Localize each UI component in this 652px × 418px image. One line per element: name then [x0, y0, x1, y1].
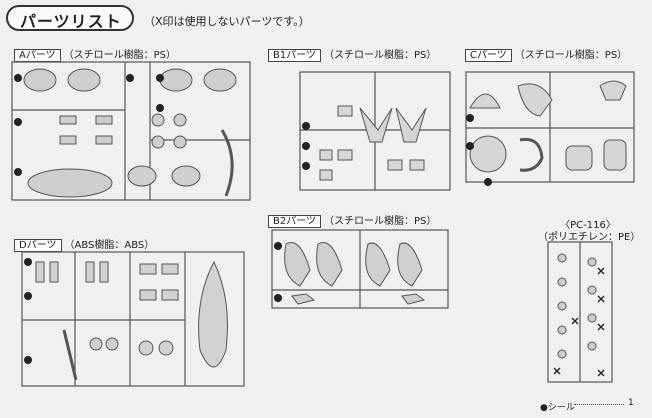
panel-b1-material: （スチロール樹脂：PS）	[324, 50, 437, 61]
panel-b2-tag: B2パーツ	[268, 215, 322, 228]
unused-parts-note: （X印は使用しないパーツです。）	[144, 15, 310, 28]
panel-a-material: （スチロール樹脂：PS）	[63, 50, 177, 61]
panel-a-tag: Aパーツ	[14, 49, 61, 62]
panel-a-label: Aパーツ（スチロール樹脂：PS）	[14, 46, 177, 62]
panel-b1-label: B1パーツ（スチロール樹脂：PS）	[268, 46, 437, 62]
sprue-a-frame	[11, 61, 251, 201]
page-title: パーツリスト	[20, 12, 122, 31]
panel-b1-tag: B1パーツ	[268, 49, 322, 62]
panel-b2-material: （スチロール樹脂：PS）	[324, 216, 437, 227]
footer-seal-label: ●シール	[540, 403, 575, 413]
page-number: 1	[628, 398, 634, 408]
panel-c-material: （スチロール樹脂：PS）	[514, 50, 628, 61]
pc-code: 〈PC-116〉	[560, 220, 616, 231]
panel-c-label: Cパーツ（スチロール樹脂：PS）	[465, 46, 628, 62]
panel-d-label: Dパーツ（ABS樹脂：ABS）	[14, 236, 155, 252]
title-frame	[6, 5, 134, 31]
panel-b2-label: B2パーツ（スチロール樹脂：PS）	[268, 212, 437, 228]
pc-material: （ポリエチレン：PE）	[538, 232, 641, 243]
panel-c-tag: Cパーツ	[465, 49, 512, 62]
panel-d-tag: Dパーツ	[14, 239, 62, 252]
footer-dotted-leader	[574, 404, 624, 405]
panel-d-material: （ABS樹脂：ABS）	[64, 240, 155, 251]
sprue-d-frame	[21, 251, 245, 387]
